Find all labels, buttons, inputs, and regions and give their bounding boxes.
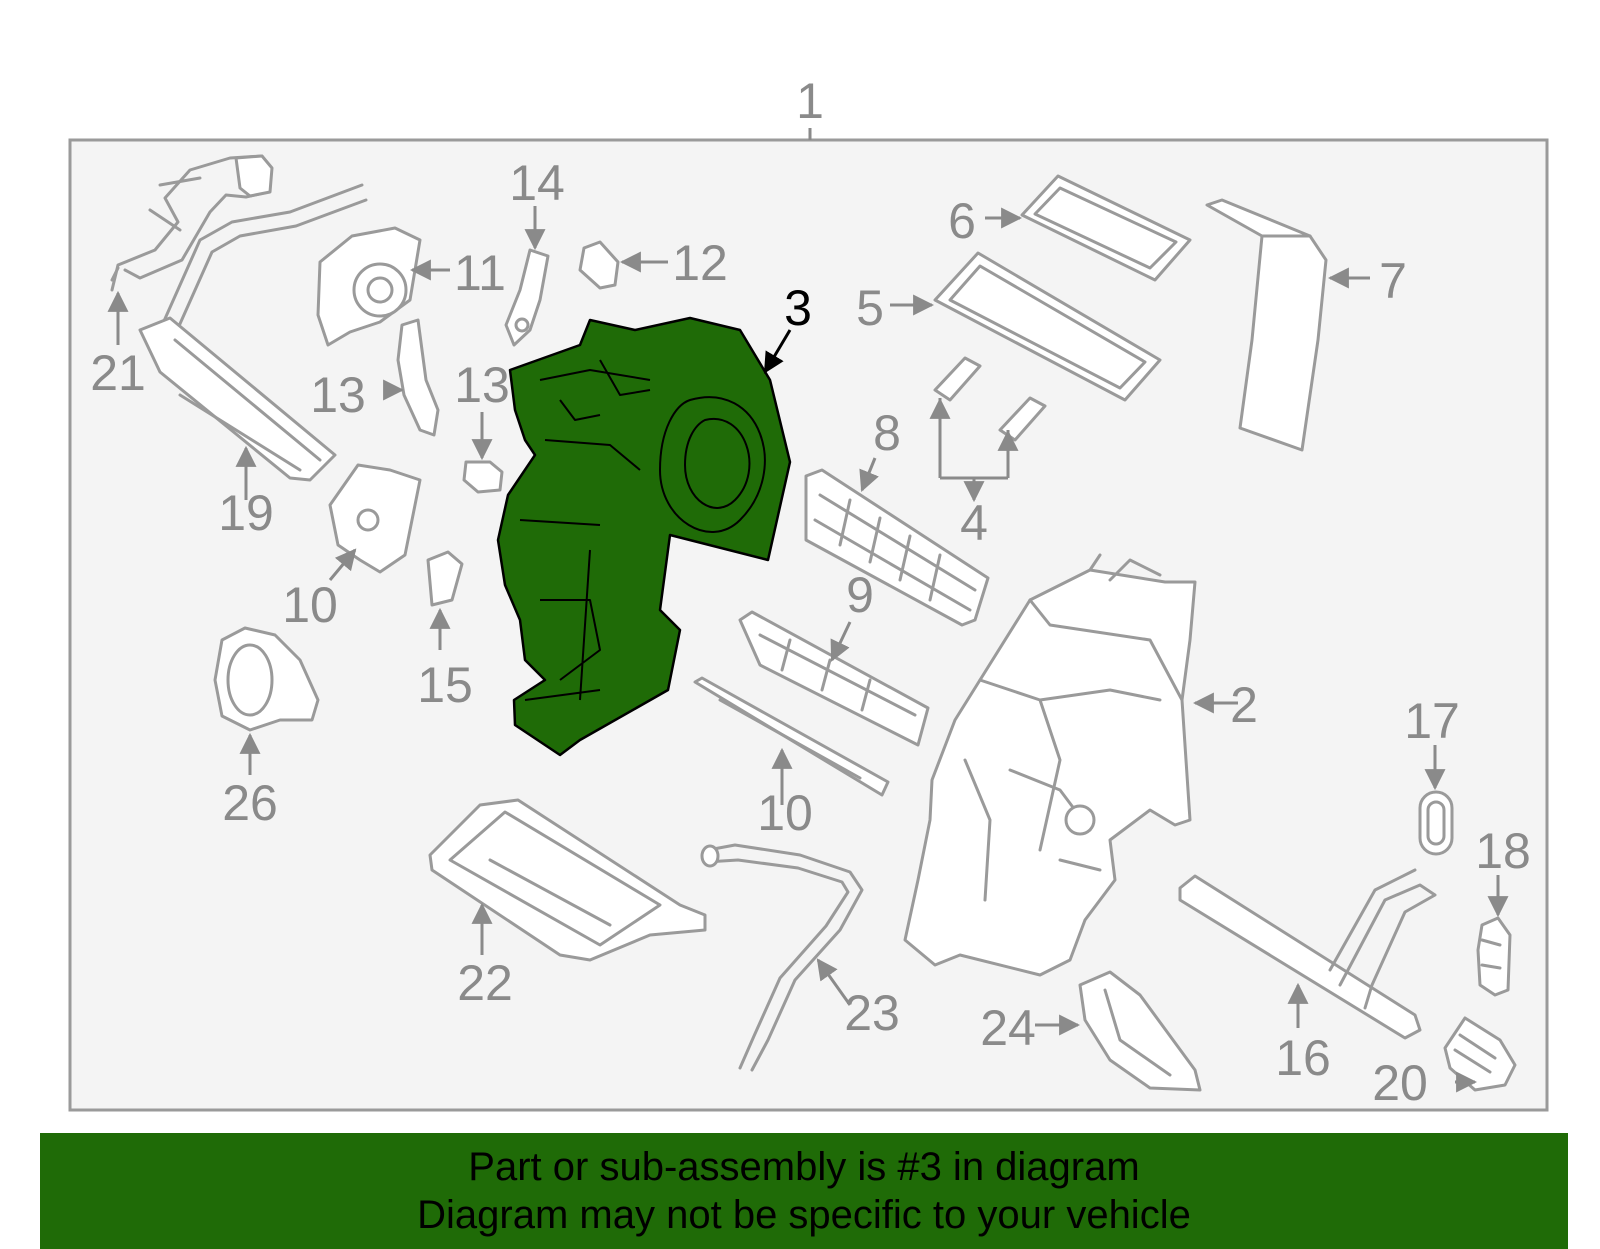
callout-23[interactable]: 22 <box>457 955 513 1011</box>
part-12-bracket[interactable] <box>328 463 422 574</box>
callout-15[interactable]: 14 <box>509 155 565 211</box>
part-4-seals[interactable] <box>933 356 1047 442</box>
part-14-link[interactable] <box>396 318 440 437</box>
callout-26[interactable]: 26 <box>222 775 278 831</box>
callout-17[interactable]: 16 <box>1275 1030 1331 1086</box>
info-banner: Part or sub-assembly is #3 in diagram Di… <box>40 1133 1568 1249</box>
part-23-tray[interactable] <box>428 798 707 962</box>
callout-2[interactable]: 2 <box>1230 677 1258 733</box>
part-9-grille[interactable] <box>738 610 930 747</box>
part-3-housing-highlighted[interactable] <box>496 316 792 757</box>
part-15-lever[interactable] <box>504 248 550 347</box>
callout-21[interactable]: 19 <box>218 485 274 541</box>
part-24-hose[interactable] <box>700 843 864 1072</box>
callout-3[interactable]: 3 <box>784 280 812 336</box>
callout-18[interactable]: 17 <box>1404 693 1460 749</box>
part-21-heater-core[interactable] <box>138 183 368 482</box>
leader-3 <box>763 329 792 374</box>
callout-5[interactable]: 5 <box>856 280 884 336</box>
part-10-rod[interactable] <box>693 676 890 797</box>
callout-11[interactable]: 11 <box>454 245 506 301</box>
part-2-case[interactable] <box>903 553 1197 977</box>
callout-20[interactable]: 20 <box>1372 1055 1428 1111</box>
callout-10[interactable]: 10 <box>757 785 813 841</box>
parts-diagram: 1 21 19 11 14 12 13 13 <box>68 73 1549 1112</box>
part-6-filter[interactable] <box>1020 174 1192 282</box>
callout-22[interactable]: 21 <box>90 345 146 401</box>
callout-24[interactable]: 23 <box>844 985 900 1041</box>
part-11-actuator[interactable] <box>316 226 422 347</box>
callout-6[interactable]: 6 <box>948 193 976 249</box>
banner-line-1: Part or sub-assembly is #3 in diagram <box>468 1145 1140 1189</box>
banner-line-2: Diagram may not be specific to your vehi… <box>417 1193 1191 1237</box>
part-25-duct[interactable] <box>1078 970 1202 1092</box>
callout-8[interactable]: 8 <box>873 405 901 461</box>
part-16-plug[interactable] <box>426 550 464 607</box>
callout-16[interactable]: 15 <box>417 657 473 713</box>
part-8-grille[interactable] <box>804 468 990 627</box>
callout-1[interactable]: 1 <box>796 73 824 129</box>
part-19-clip[interactable] <box>1476 916 1512 997</box>
callout-14[interactable]: 13 <box>310 367 366 423</box>
callout-9[interactable]: 9 <box>846 567 874 623</box>
part-18-grommet[interactable] <box>1418 790 1454 856</box>
part-7-seal[interactable] <box>1205 198 1328 452</box>
part-5-filter[interactable] <box>933 251 1162 402</box>
part-13-clip-upper[interactable] <box>578 240 620 290</box>
part-26-motor-housing[interactable] <box>213 626 320 732</box>
part-13-clip-lower[interactable] <box>462 460 504 494</box>
callout-12[interactable]: 10 <box>282 577 338 633</box>
callout-25[interactable]: 24 <box>980 1000 1036 1056</box>
callout-19[interactable]: 18 <box>1475 823 1531 879</box>
callout-4[interactable]: 4 <box>960 495 988 551</box>
part-22-harness[interactable] <box>110 154 274 292</box>
callout-7[interactable]: 7 <box>1379 253 1407 309</box>
callout-13-upper[interactable]: 12 <box>672 235 728 291</box>
part-17-evaporator[interactable] <box>1178 868 1437 1040</box>
callout-13-lower[interactable]: 13 <box>454 357 510 413</box>
